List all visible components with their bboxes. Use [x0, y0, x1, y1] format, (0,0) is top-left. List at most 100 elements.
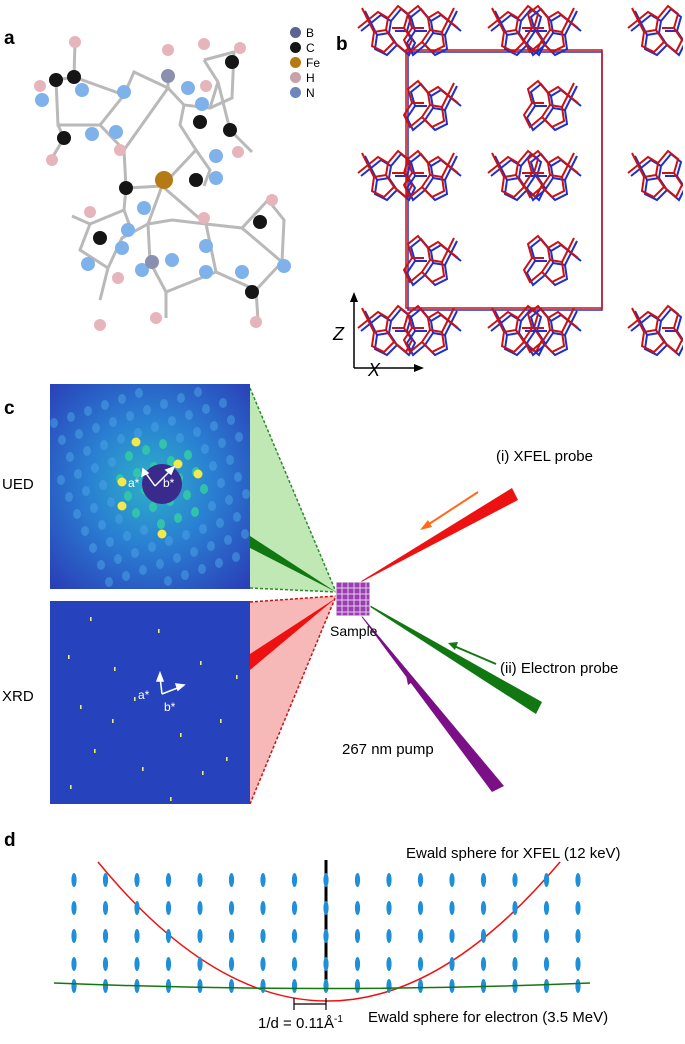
molecule-red [403, 80, 459, 128]
lattice-point [291, 979, 298, 993]
xrd-pattern [50, 601, 250, 804]
lattice-point [228, 957, 235, 971]
xfel-probe-label: (i) XFEL probe [496, 448, 593, 465]
lattice-point [480, 957, 487, 971]
ued-pattern [50, 384, 250, 589]
molecule-red [403, 5, 459, 53]
legend-dot-icon [290, 27, 301, 38]
lattice-point [354, 957, 361, 971]
lattice-point [260, 957, 266, 971]
lattice-point [71, 929, 77, 943]
lattice-point [291, 957, 298, 971]
scale-label-exponent: -1 [334, 1014, 343, 1025]
ued-spot [194, 387, 202, 397]
xrd-spot [220, 719, 222, 723]
lattice-point [260, 929, 266, 943]
lattice-point [165, 929, 172, 943]
lattice-point [512, 957, 518, 971]
lattice-point [323, 873, 329, 887]
ued-spot [167, 456, 175, 466]
ued-spot [97, 560, 105, 570]
xrd-spot [158, 629, 160, 633]
ued-spot [227, 415, 235, 425]
lattice-point [512, 901, 518, 915]
xrd-spot [226, 757, 228, 761]
lattice-point [354, 873, 361, 887]
ued-spots [50, 387, 250, 587]
ued-spot [139, 565, 147, 575]
lattice-point [417, 979, 424, 993]
ued-spot [191, 507, 199, 517]
xfel-beam [350, 488, 518, 588]
ued-reciprocal-axes [141, 465, 176, 487]
ued-spot [67, 412, 75, 422]
lattice-point [323, 979, 329, 993]
ued-spot [193, 427, 201, 437]
ued-spot [108, 457, 116, 467]
legend-dot-icon [290, 42, 301, 53]
lattice-point [386, 901, 392, 915]
sample-label: Sample [330, 623, 378, 639]
molecule-atoms [34, 36, 291, 331]
ued-spot [182, 530, 190, 540]
ued-spot [115, 514, 123, 524]
xrd-spots [68, 617, 238, 801]
ued-spot [98, 520, 106, 530]
lattice-point [260, 901, 266, 915]
lattice-point [480, 929, 487, 943]
lattice-point [575, 957, 581, 971]
lattice-point [197, 957, 203, 971]
beam-block [142, 464, 182, 504]
panel-label-b: b [336, 34, 348, 55]
molecule-red [403, 150, 459, 198]
ued-bright-spot [157, 529, 167, 539]
ued-spot [91, 463, 99, 473]
lattice-point [417, 901, 424, 915]
lattice-point [291, 901, 298, 915]
ued-spot [185, 410, 193, 420]
lattice-point [543, 873, 550, 887]
lattice-point [386, 957, 392, 971]
ued-spot [218, 438, 226, 448]
ued-spot [232, 552, 240, 562]
xrd-reciprocal-axes [155, 670, 186, 695]
molecule-structure [34, 36, 291, 331]
molecule-red [523, 5, 579, 53]
ued-spot [126, 411, 134, 421]
electron-probe-label: (ii) Electron probe [500, 660, 619, 677]
lattice-point [228, 929, 235, 943]
lattice-point [71, 873, 77, 887]
lattice-point [512, 873, 518, 887]
diffracted-electron-beam [250, 536, 336, 592]
ued-spot [100, 440, 108, 450]
ued-spot [140, 525, 148, 535]
ued-spot [114, 554, 122, 564]
lattice-point [165, 901, 172, 915]
lattice-point [260, 979, 266, 993]
lattice-point [71, 957, 77, 971]
lattice-point [449, 873, 455, 887]
lattice-point [323, 901, 329, 915]
unit-cell-red [405, 49, 603, 309]
ued-spot [173, 553, 181, 563]
lattice-point [386, 929, 392, 943]
lattice-point [102, 929, 109, 943]
lattice-point [543, 901, 550, 915]
lattice-point [354, 901, 361, 915]
molecule-red [523, 235, 579, 283]
xrd-spot [202, 771, 204, 775]
xrd-label: XRD [2, 688, 34, 705]
lattice-point [228, 979, 235, 993]
ued-spot [210, 421, 218, 431]
lattice-point [134, 873, 140, 887]
lattice-point [197, 979, 203, 993]
ued-label: UED [2, 476, 34, 493]
ued-spot [81, 526, 89, 536]
ued-spot [168, 416, 176, 426]
pump-direction-arrow-icon [406, 675, 441, 719]
legend-label: C [306, 41, 315, 55]
lattice-point [543, 957, 550, 971]
lattice-point [102, 979, 109, 993]
lattice-point [543, 929, 550, 943]
ued-spot [50, 418, 58, 428]
